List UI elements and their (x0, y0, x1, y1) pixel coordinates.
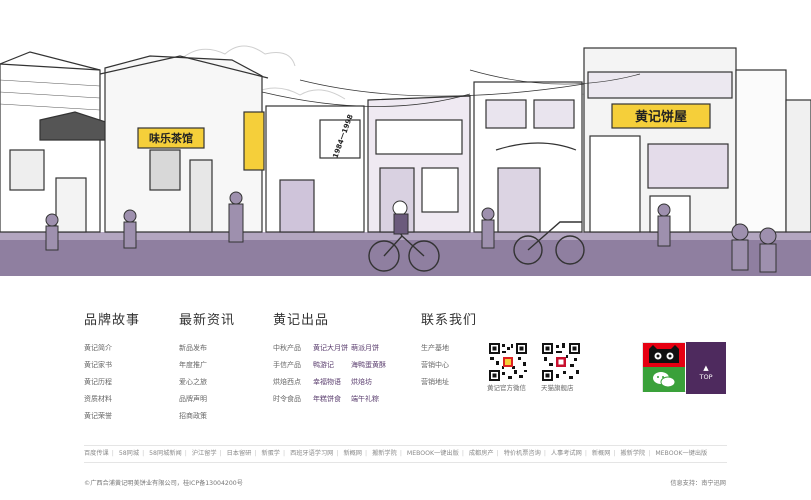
brand-link-history[interactable]: 黄记历程 (84, 378, 112, 386)
friend-link[interactable]: 58同城 (118, 450, 140, 457)
products-column: 黄记出品 中秋产品 黄记大月饼萌派月饼 手信产品 鸭游记 海鸭蛋黄酥 烘焙西点 幸福物语… (273, 312, 389, 408)
friend-link[interactable]: 58同城新闻 (149, 450, 182, 457)
separator: | (184, 450, 187, 457)
friend-link[interactable]: 成都房产 (468, 450, 494, 457)
friend-link[interactable]: 新蛋学 (261, 450, 280, 457)
product-link[interactable]: 鸭游记 (313, 361, 334, 369)
separator: | (219, 450, 222, 457)
back-to-top-label: TOP (699, 373, 713, 381)
friend-link[interactable]: 新概网 (343, 450, 362, 457)
friend-link[interactable]: 百度传课 (84, 450, 109, 457)
friend-link[interactable]: 新概网 (591, 450, 611, 457)
tech-support-text[interactable]: 信息支持：南宁迅网 (670, 480, 726, 487)
brand-link-intro[interactable]: 黄记简介 (84, 344, 112, 352)
product-category[interactable]: 烘焙西点 (273, 378, 301, 386)
friend-link[interactable]: 日本留研 (226, 450, 252, 457)
products-title[interactable]: 黄记出品 (273, 313, 330, 328)
tmall-cat-icon[interactable] (643, 343, 685, 367)
brand-link-qualification[interactable]: 资质材料 (84, 395, 112, 403)
teahouse-sign: 味乐茶馆 (149, 131, 193, 145)
wechat-qr-label: 黄记官方微信 (487, 384, 526, 392)
news-link-new-products[interactable]: 新品发布 (179, 344, 207, 352)
brand-story-title[interactable]: 品牌故事 (84, 313, 141, 328)
news-title[interactable]: 最新资讯 (179, 313, 236, 328)
contact-link-production[interactable]: 生产基地 (421, 344, 449, 352)
separator: | (584, 450, 587, 457)
tmall-qr-label: 天猫旗舰店 (541, 384, 574, 392)
friend-link[interactable]: MEBOOK一键出版 (655, 450, 708, 457)
product-row: 时令食品 年糕饼食 端午礼粽 (273, 391, 389, 408)
product-link[interactable]: 海鸭蛋黄酥 (351, 361, 386, 369)
product-link[interactable]: 萌派月饼 (351, 344, 379, 352)
product-link[interactable]: 黄记大月饼 (313, 344, 348, 352)
brand-link-honors[interactable]: 黄记荣誉 (84, 412, 112, 420)
separator: | (365, 450, 368, 457)
brand-story-column: 品牌故事 黄记简介 黄记家书 黄记历程 资质材料 黄记荣誉 (84, 312, 140, 425)
product-category[interactable]: 手信产品 (273, 361, 301, 369)
separator: | (336, 450, 339, 457)
copyright-text: ©广西合浦黄记明美饼业有限公司，桂ICP备13004200号 (84, 480, 243, 487)
separator: | (254, 450, 257, 457)
news-link-annual-promo[interactable]: 年度推广 (179, 361, 207, 369)
news-link-franchise[interactable]: 招商政策 (179, 412, 207, 420)
brand-link-letters[interactable]: 黄记家书 (84, 361, 112, 369)
friend-links-bar: 百度传课| 58同城| 58同城新闻| 沪江留学| 日本留研| 新蛋学| 西班牙… (84, 445, 727, 463)
street-illustration-banner: 味乐茶馆 1984一1998 (0, 45, 811, 276)
back-to-top-button[interactable]: ▲ TOP (686, 342, 726, 394)
huangji-shop-sign: 黄记饼屋 (635, 109, 687, 125)
product-link[interactable]: 年糕饼食 (313, 395, 341, 403)
friend-link[interactable]: 搬新学院 (372, 450, 397, 457)
tmall-qr-code (541, 342, 581, 382)
contact-title[interactable]: 联系我们 (421, 313, 478, 328)
contact-column: 联系我们 生产基地 营销中心 营销地址 (421, 312, 477, 391)
product-category[interactable]: 时令食品 (273, 395, 301, 403)
arrow-up-icon: ▲ (703, 364, 709, 372)
separator: | (461, 450, 464, 457)
friend-link[interactable]: 特价机票咨询 (503, 450, 541, 457)
product-link[interactable]: 端午礼粽 (351, 395, 379, 403)
contact-link-address[interactable]: 营销地址 (421, 378, 449, 386)
product-row: 烘焙西点 幸福物语 烘焙坊 (273, 374, 389, 391)
news-column: 最新资讯 新品发布 年度推广 爱心之旅 品牌声明 招商政策 (179, 312, 235, 425)
product-link[interactable]: 幸福物语 (313, 378, 341, 386)
separator: | (613, 450, 616, 457)
footer-nav: 品牌故事 黄记简介 黄记家书 黄记历程 资质材料 黄记荣誉 最新资讯 新品发布 … (0, 312, 811, 432)
product-link[interactable]: 烘焙坊 (351, 378, 372, 386)
friend-link[interactable]: 搬新学院 (620, 450, 646, 457)
separator: | (648, 450, 651, 457)
product-row: 中秋产品 黄记大月饼萌派月饼 (273, 340, 389, 357)
separator: | (111, 450, 114, 457)
separator: | (543, 450, 546, 457)
product-row: 手信产品 鸭游记 海鸭蛋黄酥 (273, 357, 389, 374)
separator: | (496, 450, 499, 457)
wechat-qr-code (488, 342, 528, 382)
news-link-charity[interactable]: 爱心之旅 (179, 378, 207, 386)
wechat-icon[interactable] (643, 367, 685, 392)
friend-link[interactable]: 西班牙语学习网 (290, 450, 334, 457)
separator: | (142, 450, 145, 457)
contact-link-marketing[interactable]: 营销中心 (421, 361, 449, 369)
product-category[interactable]: 中秋产品 (273, 344, 301, 352)
separator: | (283, 450, 286, 457)
separator: | (399, 450, 402, 457)
friend-link[interactable]: 沪江留学 (191, 450, 217, 457)
friend-link[interactable]: MEBOOK一键出版 (406, 450, 459, 457)
news-link-statement[interactable]: 品牌声明 (179, 395, 207, 403)
friend-link[interactable]: 人事考试网 (550, 450, 582, 457)
